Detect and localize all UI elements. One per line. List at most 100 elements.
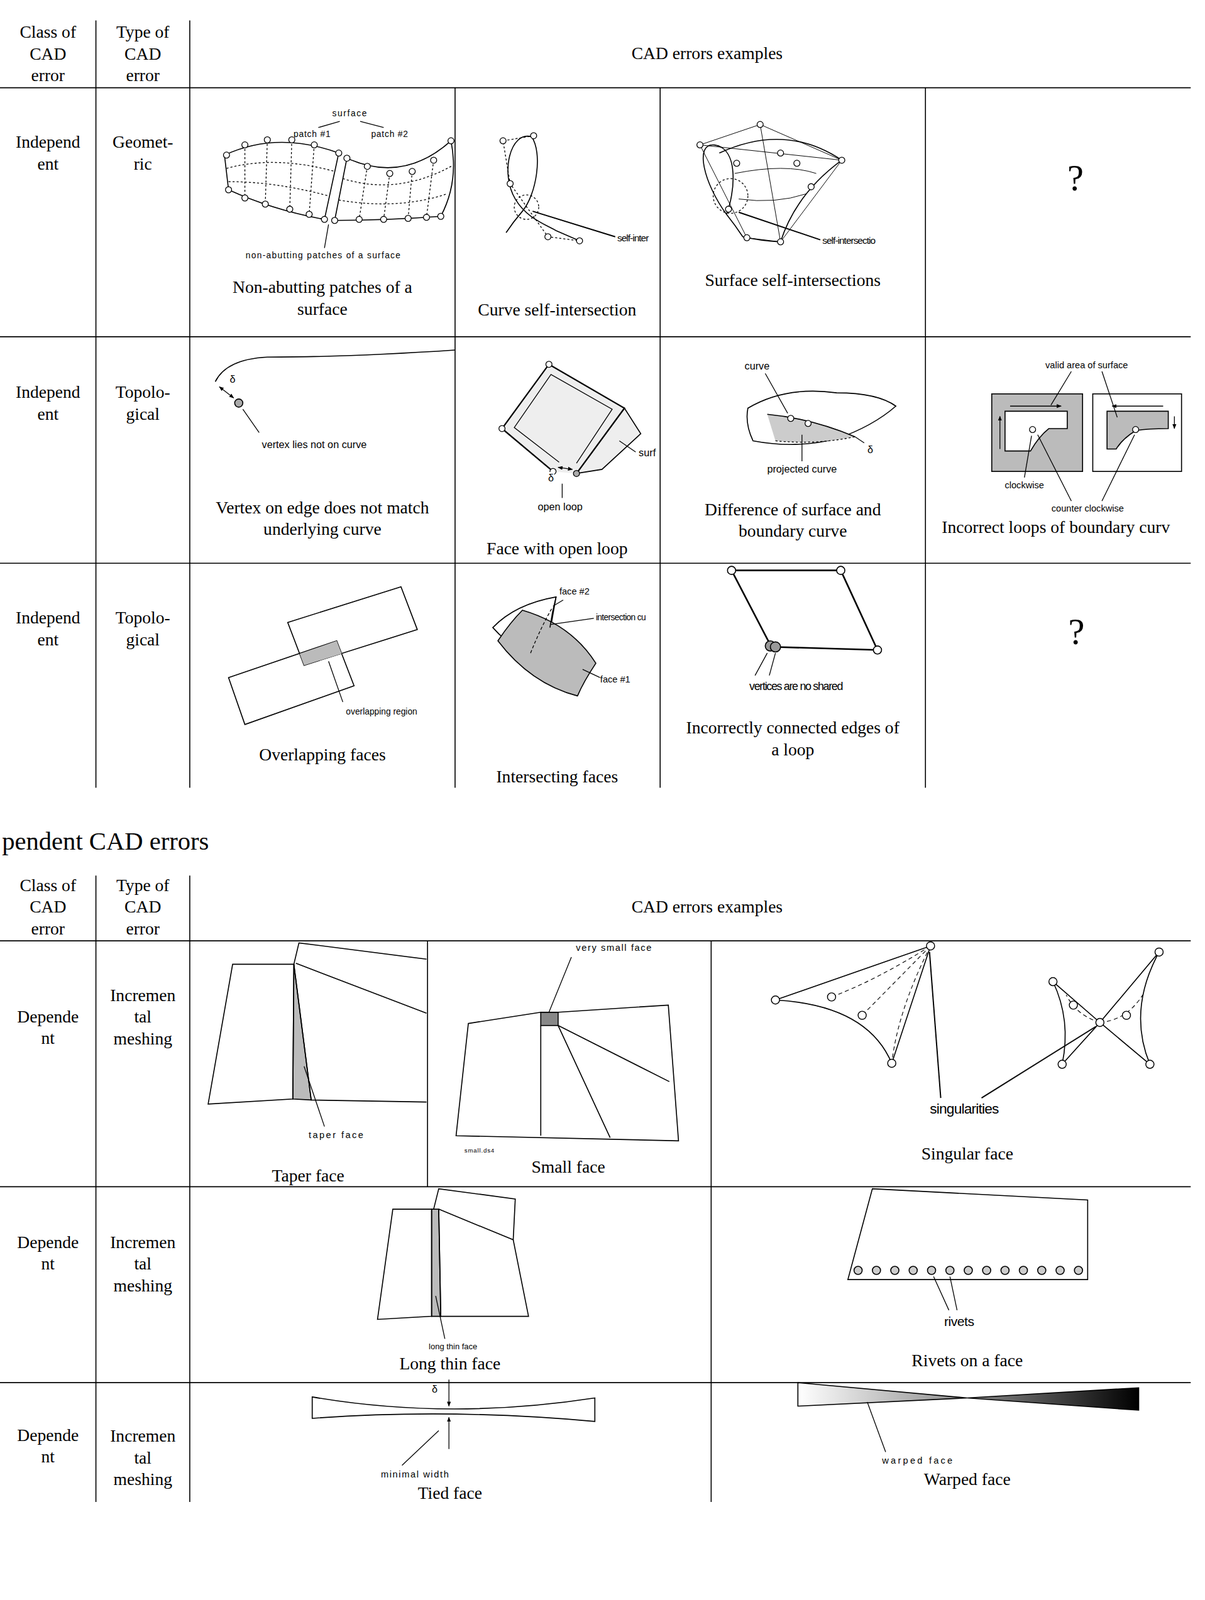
table-cell-box: Topolo- gical (115, 607, 171, 651)
singular-face-figure (775, 946, 931, 1064)
singular-face-figure (1100, 952, 1160, 1065)
boundary-loops-figure (1101, 371, 1117, 418)
annotation: singularities (929, 1100, 999, 1117)
small-face-figure (558, 1025, 670, 1082)
caption-box: Vertex on edge does not match underlying… (199, 497, 446, 541)
taper-face-figure (304, 1066, 325, 1128)
annotation: minimal width (380, 1469, 451, 1480)
curve-self-intersection-figure (514, 194, 539, 220)
curve-self-intersection-figure (576, 237, 583, 244)
rivets-figure (890, 1266, 899, 1275)
caption: Non-abutting patches of a surface (232, 277, 413, 319)
annotation-box: self-inter (617, 231, 649, 244)
surface-patches-figure (409, 168, 416, 175)
surface-self-intersection-figure (838, 157, 845, 164)
projected-curve-figure (775, 436, 856, 443)
annotation-box: face #2 (559, 585, 590, 598)
section-heading-box: pendent CAD errors (1, 825, 209, 859)
loop-edges-figure (727, 566, 882, 676)
annotation-box: projected curve (766, 462, 837, 476)
annotation: open loop (537, 500, 583, 513)
surface-self-intersection-figure (756, 121, 764, 128)
question-mark-box: ? (1068, 609, 1085, 655)
rivets-figure (847, 1189, 1088, 1281)
table-cell: Geomet- ric (112, 132, 173, 173)
projected-curve-figure (767, 414, 856, 442)
open-loop-figure (514, 374, 613, 464)
annotation-box: singularities (929, 1100, 999, 1118)
surface-patches-figure (224, 142, 339, 220)
warped-face-figure (867, 1402, 886, 1453)
projected-curve-figure (787, 415, 811, 427)
table-header: Class of CAD error (19, 22, 77, 85)
rivets-figure (927, 1266, 936, 1275)
caption-box: Taper face (272, 1165, 345, 1187)
intersecting-faces-figure (492, 597, 600, 697)
annotation: δ (230, 373, 236, 385)
surface-patches-figure (380, 216, 387, 223)
boundary-loops-figure (999, 416, 1001, 449)
table-header-box: CAD errors examples (631, 42, 783, 65)
vertex-curve-figure (214, 350, 455, 382)
table-grid (454, 88, 456, 789)
caption: Long thin face (399, 1353, 501, 1374)
surface-patches-figure (324, 224, 329, 248)
surface-patches-figure (286, 206, 293, 213)
table-cell: Incremen tal meshing (110, 1232, 176, 1296)
caption-box: Incorrectly connected edges of a loop (683, 717, 903, 761)
loop-edges-figure (775, 646, 878, 650)
long-thin-face-figure (377, 1189, 529, 1340)
annotation-box: taper face (308, 1129, 365, 1141)
annotation-box: intersection cu (595, 612, 646, 623)
surface-patches-figure (426, 160, 434, 218)
annotation-box: overlapping region (345, 706, 417, 718)
caption: Singular face (921, 1144, 1014, 1164)
loop-edges-figure (841, 570, 878, 651)
caption: Difference of surface and boundary curve (704, 499, 881, 541)
small-face-figure (539, 1025, 542, 1136)
table-grid (0, 87, 1191, 89)
annotation-box: clockwise (1004, 479, 1044, 491)
boundary-loops-figure (1024, 435, 1032, 478)
open-loop-figure (502, 364, 625, 474)
small-face-figure (456, 1005, 679, 1141)
singular-face-figure (1069, 1001, 1078, 1010)
caption: Small face (531, 1157, 606, 1177)
surface-patches-figure (363, 163, 371, 170)
caption: Curve self-intersection (477, 299, 637, 320)
boundary-loops-figure (1029, 426, 1036, 434)
caption: Incorrectly connected edges of a loop (686, 717, 900, 759)
annotation-box: δ (431, 1382, 438, 1396)
table-cell: Independ ent (15, 382, 81, 424)
annotation: very small face (575, 942, 653, 953)
overlapping-faces-figure (328, 661, 344, 703)
tied-face-figure (402, 1430, 439, 1466)
table-header-box: Class of CAD error (11, 874, 84, 940)
caption: Surface self-intersections (704, 270, 881, 290)
surface-patches-figure (423, 214, 430, 221)
intersecting-faces-figure (550, 597, 557, 628)
curve-self-intersection-figure (499, 132, 615, 244)
rivets-figure (1019, 1266, 1028, 1275)
annotation-box: minimal width (380, 1469, 451, 1481)
small-face-figure (456, 957, 679, 1141)
surface-patches-figure (355, 216, 363, 223)
curve-self-intersection-figure (507, 180, 514, 187)
projected-curve-figure (805, 420, 812, 427)
annotation-box: δ (230, 372, 236, 386)
vertex-curve-figure (214, 350, 455, 434)
table-cell: Incremen tal meshing (110, 985, 176, 1049)
surface-patches-figure (244, 145, 246, 199)
table-cell: Incremen tal meshing (110, 1426, 176, 1490)
annotation: vertex lies not on curve (262, 438, 368, 451)
surface-patches-figure (228, 181, 329, 197)
surface-patches-figure (331, 217, 339, 224)
annotation: patch #2 (370, 129, 408, 139)
boundary-loops-figure (1101, 434, 1135, 502)
boundary-loops-figure (1005, 411, 1068, 451)
singular-face-figure (1049, 978, 1058, 987)
rivets-figure (1056, 1266, 1065, 1275)
table-cell: Independ ent (15, 132, 81, 173)
annotation: valid area of surface (1045, 360, 1128, 371)
